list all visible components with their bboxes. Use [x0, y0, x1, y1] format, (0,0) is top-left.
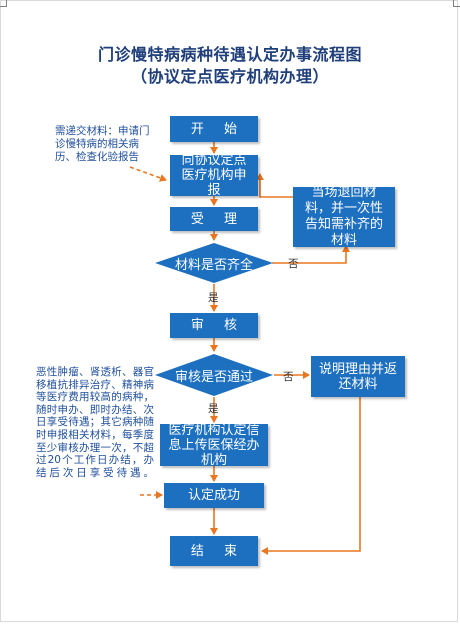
yes-label-2: 是: [208, 403, 219, 415]
return-on-spot-node: 当场退回材料，并一次性告知需补齐的材料: [293, 185, 395, 248]
timeline-note: 恶性肿瘤、肾透析、器官移植抗排异治疗、精神病等医疗费用较高的病种，随时申办、即时…: [36, 366, 154, 479]
title-line-2: （协议定点医疗机构办理）: [130, 67, 329, 86]
no-label-1: 否: [288, 258, 299, 270]
arrow-return-apply: [256, 173, 293, 198]
materials-decision: 材料是否齐全: [154, 242, 274, 284]
decision-diamond-shape: [155, 354, 273, 396]
end-node: 结 束: [170, 536, 258, 566]
corner-mark: [0, 0, 7, 7]
no-label-2: 否: [283, 371, 294, 383]
apply-node: 向协议定点医疗机构申报: [170, 153, 258, 198]
review-decision: 审核是否通过: [154, 353, 274, 397]
yes-label-1: 是: [208, 292, 219, 304]
review-decision-label: 审核是否通过: [174, 369, 253, 385]
start-node: 开 始: [170, 116, 258, 142]
title-line-1: 门诊慢特病病种待遇认定办事流程图: [97, 45, 362, 64]
success-node: 认定成功: [164, 483, 264, 508]
review-node: 审 核: [170, 313, 258, 338]
arrow-no-return: [272, 245, 350, 264]
note-pointer-1: [129, 166, 167, 182]
explain-return-node: 说明理由并返还材料: [311, 356, 405, 397]
upload-node: 医疗机构认定信息上传医保经办机构: [160, 423, 268, 468]
materials-decision-label: 材料是否齐全: [174, 257, 253, 273]
arrow-explain-end: [261, 397, 361, 555]
accept-node: 受 理: [170, 207, 258, 231]
corner-mark: [453, 0, 460, 7]
submit-materials-note: 需递交材料：申请门诊慢特病的相关病历、检查化验报告: [55, 125, 150, 163]
decision-diamond-shape: [155, 243, 273, 283]
